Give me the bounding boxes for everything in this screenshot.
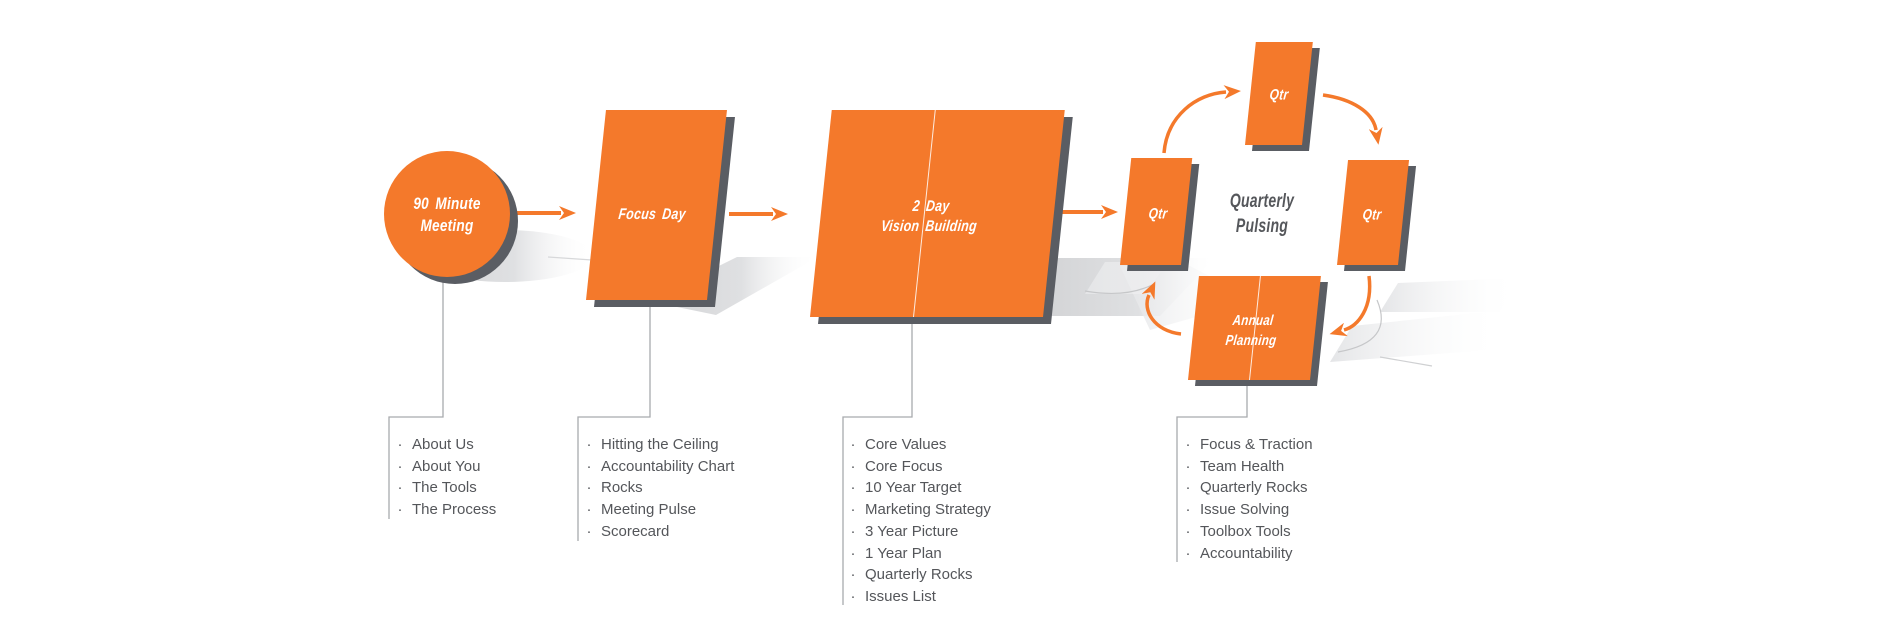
qtr-top-label: Qtr bbox=[1268, 86, 1290, 104]
bullet-dot: · bbox=[850, 436, 856, 453]
list-item-label: Issues List bbox=[865, 587, 936, 605]
list-item: · Issues List bbox=[849, 586, 991, 608]
bullet-dot: · bbox=[850, 544, 856, 562]
bullet-dot: · bbox=[850, 566, 856, 584]
connector-meeting-list bbox=[388, 250, 444, 519]
list-item-label: Accountability bbox=[1200, 544, 1293, 562]
list-item-label: 3 Year Picture bbox=[865, 522, 959, 540]
annual-planning-label: Annual Planning bbox=[1224, 313, 1278, 349]
bullet-dot: · bbox=[1185, 457, 1191, 475]
list-item-label: Scorecard bbox=[601, 522, 670, 540]
bullet-dot: · bbox=[1185, 522, 1191, 540]
bullet-dot: · bbox=[586, 501, 592, 519]
vision-building-label: 2 Day Vision Building bbox=[880, 198, 978, 235]
cycle-arrow-left-to-top bbox=[1162, 85, 1241, 154]
list-item: · Meeting Pulse bbox=[585, 499, 734, 521]
bullet-dot: · bbox=[1185, 436, 1191, 453]
qtr-left-label: Qtr bbox=[1147, 205, 1169, 223]
list-item: · The Process bbox=[396, 499, 497, 521]
list-item: · Scorecard bbox=[585, 521, 734, 543]
bullet-dot: · bbox=[586, 436, 592, 453]
bullet-dot: · bbox=[850, 479, 856, 497]
bullet-dot: · bbox=[586, 457, 592, 475]
list-item: · Hitting the Ceiling bbox=[585, 434, 734, 456]
list-item-label: Meeting Pulse bbox=[601, 501, 697, 519]
focus-day-label: Focus Day bbox=[617, 206, 687, 223]
list-item-label: Rocks bbox=[601, 479, 643, 497]
quarterly-pulsing-label: Quarterly Pulsing bbox=[1229, 190, 1295, 237]
list-item: · Core Values bbox=[849, 434, 991, 456]
meeting-circle bbox=[384, 151, 510, 277]
list-item-label: Core Focus bbox=[865, 457, 943, 475]
list-meeting: · About Us · About You · The Tools · The Pro… bbox=[396, 434, 497, 521]
right-ground-shadow-2 bbox=[1330, 310, 1505, 362]
focus-day-card bbox=[586, 110, 735, 307]
bullet-dot: · bbox=[397, 479, 403, 497]
list-item: · 10 Year Target bbox=[849, 477, 991, 499]
list-item: · Core Focus bbox=[849, 456, 991, 478]
list-item-label: Core Values bbox=[865, 436, 947, 453]
list-item-label: 1 Year Plan bbox=[865, 544, 942, 562]
ground-line-right bbox=[1379, 356, 1433, 367]
list-item-label: Team Health bbox=[1200, 457, 1285, 475]
cycle-arrow-right-to-annual bbox=[1329, 275, 1372, 337]
list-item: · Quarterly Rocks bbox=[1184, 477, 1313, 499]
bullet-dot: · bbox=[1185, 501, 1191, 519]
cycle-arrow-annual-to-left bbox=[1141, 281, 1182, 336]
list-item-label: About Us bbox=[412, 436, 474, 453]
list-item-label: Accountability Chart bbox=[601, 457, 735, 475]
list-item-label: Focus & Traction bbox=[1200, 436, 1313, 453]
bullet-dot: · bbox=[850, 587, 856, 605]
list-item: · The Tools bbox=[396, 477, 496, 499]
bullet-dot: · bbox=[397, 457, 403, 475]
list-item: · Marketing Strategy bbox=[849, 499, 991, 521]
list-item-label: The Tools bbox=[412, 479, 477, 497]
list-item: · Accountability Chart bbox=[585, 456, 735, 478]
list-item-label: Issue Solving bbox=[1200, 501, 1290, 519]
bullet-dot: · bbox=[397, 501, 403, 519]
right-ground-shadow-1 bbox=[1380, 278, 1520, 312]
list-vision: · Core Values · Core Focus · 10 Year Target… bbox=[849, 434, 991, 608]
list-item-label: About You bbox=[412, 457, 481, 475]
list-item: · 3 Year Picture bbox=[849, 521, 991, 543]
list-quarterly: · Focus & Traction · Team Health · Quarterl… bbox=[1184, 434, 1313, 564]
bullet-dot: · bbox=[1185, 544, 1191, 562]
list-item: · Focus & Traction bbox=[1184, 434, 1313, 456]
ground-line bbox=[547, 256, 593, 261]
list-item-label: Marketing Strategy bbox=[865, 501, 991, 519]
connector-focus-day-list bbox=[577, 290, 651, 541]
bullet-dot: · bbox=[1185, 479, 1191, 497]
list-item: · Issue Solving bbox=[1184, 499, 1313, 521]
list-item: · Toolbox Tools bbox=[1184, 521, 1313, 543]
list-item: · Accountability bbox=[1184, 543, 1313, 565]
bullet-dot: · bbox=[850, 522, 856, 540]
list-item: · 1 Year Plan bbox=[849, 543, 991, 565]
card-face bbox=[586, 110, 727, 300]
list-item-label: Quarterly Rocks bbox=[1200, 479, 1308, 497]
bullet-dot: · bbox=[586, 522, 592, 540]
bullet-dot: · bbox=[850, 457, 856, 475]
connector-quarterly-list bbox=[1176, 365, 1248, 562]
list-item-label: The Process bbox=[412, 501, 497, 519]
bullet-dot: · bbox=[586, 479, 592, 497]
cycle-arrow-top-to-right bbox=[1322, 93, 1383, 145]
list-item: · Rocks bbox=[585, 477, 734, 499]
list-item: · Quarterly Rocks bbox=[849, 564, 991, 586]
bullet-dot: · bbox=[850, 501, 856, 519]
list-item: · Team Health bbox=[1184, 456, 1313, 478]
connector-vision-list bbox=[842, 300, 913, 605]
meeting-label: 90 Minute Meeting bbox=[413, 194, 481, 235]
bullet-dot: · bbox=[397, 436, 403, 453]
qtr-right-label: Qtr bbox=[1361, 206, 1383, 224]
list-item-label: Toolbox Tools bbox=[1200, 522, 1291, 540]
arrow-shadow-right bbox=[1337, 299, 1382, 353]
list-item: · About You bbox=[396, 456, 496, 478]
list-item: · About Us bbox=[396, 434, 496, 456]
list-item-label: 10 Year Target bbox=[865, 479, 962, 497]
list-focus-day: · Hitting the Ceiling · Accountability Cha… bbox=[585, 434, 735, 543]
list-item-label: Hitting the Ceiling bbox=[601, 436, 719, 453]
list-item-label: Quarterly Rocks bbox=[865, 566, 973, 584]
